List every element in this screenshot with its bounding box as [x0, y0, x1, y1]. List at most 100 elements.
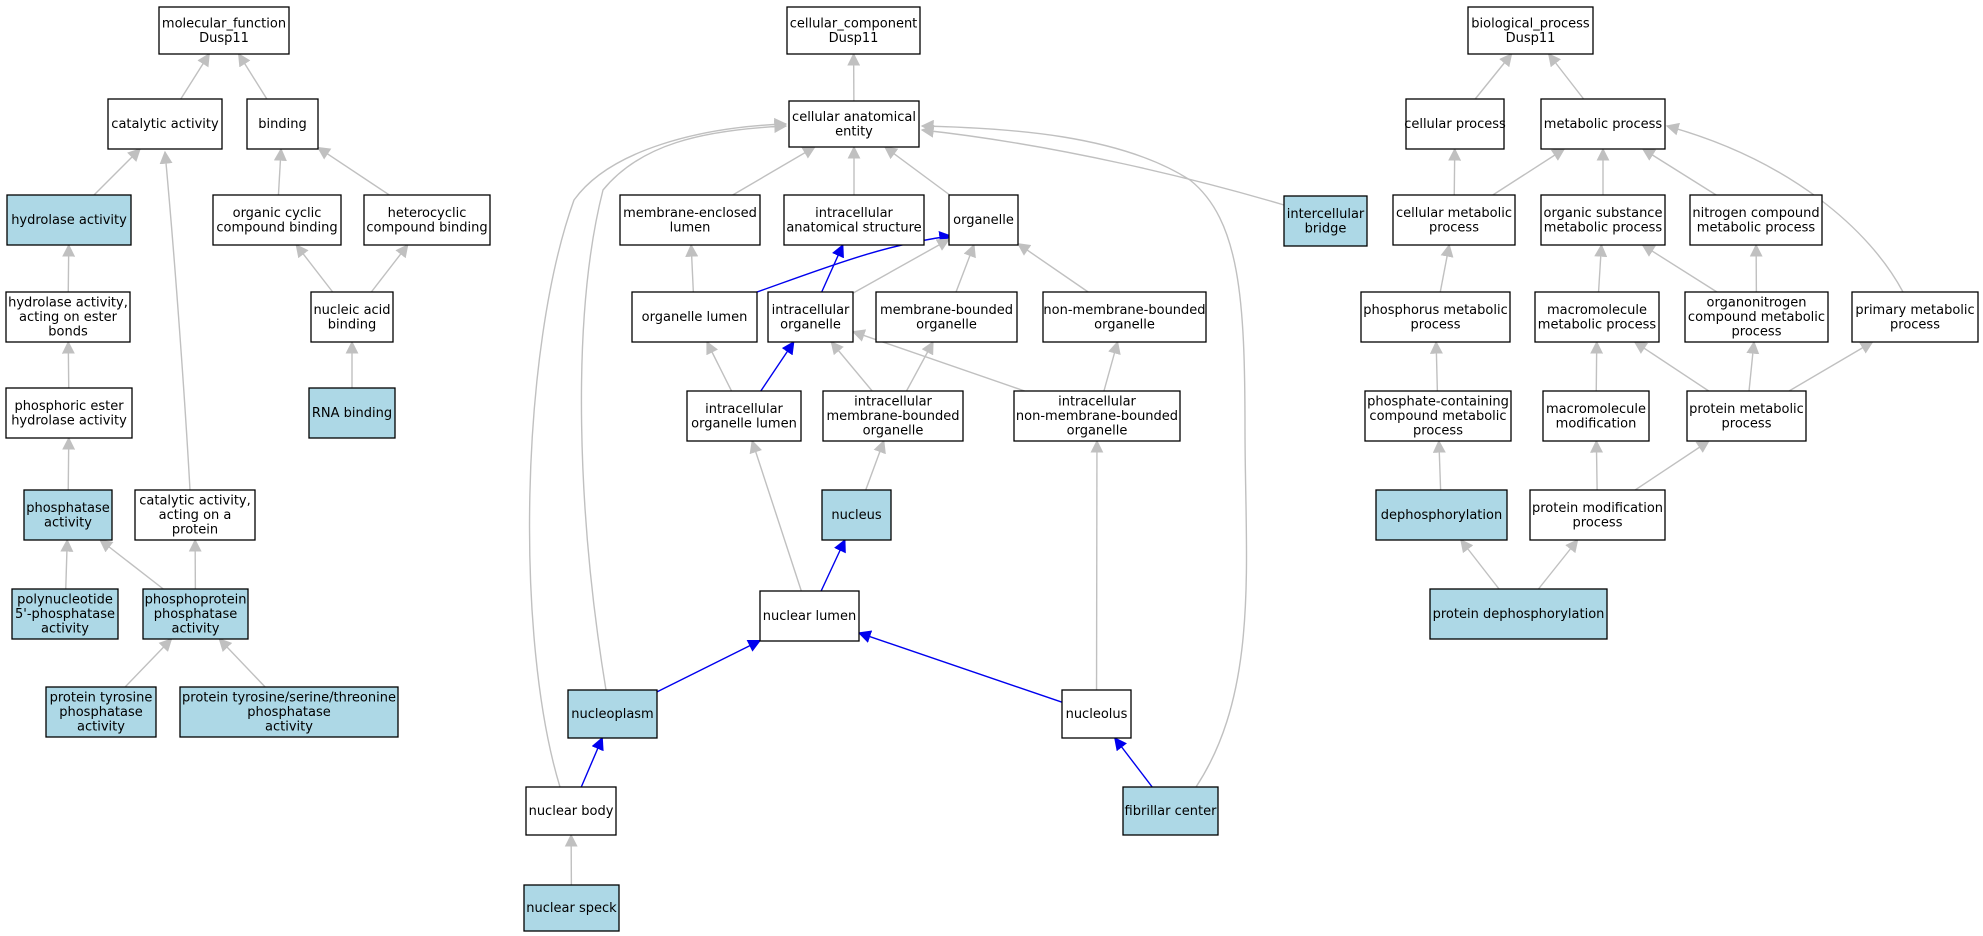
node-hydrolase[interactable]: hydrolase activity [6, 194, 132, 246]
node-label-line: protein metabolic [1689, 402, 1804, 417]
node-label-line: anatomical structure [786, 220, 921, 235]
edge-fibrillar-to-cae [920, 119, 1248, 788]
node-nucleus[interactable]: nucleus [821, 489, 892, 541]
node-label-line: compound binding [216, 220, 337, 235]
node-label-line: activity [41, 622, 89, 637]
node-label-line: cellular metabolic [1396, 206, 1512, 221]
node-org-lumen[interactable]: organelle lumen [631, 291, 758, 343]
node-dephos[interactable]: dephosphorylation [1375, 489, 1508, 541]
node-prot-dephos[interactable]: protein dephosphorylation [1429, 588, 1608, 640]
node-label-line: organelle [916, 317, 977, 332]
edge-nuc-body-to-cae [528, 117, 788, 788]
node-nuc-lumen[interactable]: nuclear lumen [759, 590, 860, 642]
node-box [523, 884, 620, 932]
edge-catalytic-to-mf-root [180, 52, 210, 100]
node-label-line: compound metabolic [1688, 310, 1825, 325]
node-fibrillar[interactable]: fibrillar center [1122, 786, 1219, 836]
edge-nucleoplasm-to-nuc-lumen [656, 639, 762, 693]
node-label-line: fibrillar center [1125, 804, 1218, 819]
edge-ic-mb-org-to-mb-org [905, 340, 934, 392]
node-label-line: process [1411, 317, 1461, 332]
node-label-line: process [1732, 325, 1782, 340]
edge-ptp-st-to-phosphoprot [218, 638, 266, 688]
edge-organelle-to-cae [883, 146, 951, 196]
edge-phosphoprot-to-phosphatase [99, 539, 164, 590]
node-box [759, 590, 860, 642]
node-box [1686, 390, 1807, 442]
node-label-line: membrane-bounded [880, 303, 1013, 318]
node-box [134, 489, 256, 541]
node-label-line: catalytic activity, [139, 494, 251, 509]
node-box [212, 194, 342, 246]
node-catalytic[interactable]: catalytic activity [107, 98, 223, 150]
node-label-line: organelle [1067, 424, 1128, 439]
node-label-line: polynucleotide [17, 593, 113, 608]
node-binding[interactable]: binding [246, 98, 319, 150]
edge-met-proc-to-bp-root [1547, 52, 1585, 100]
node-label-line: phosphatase [26, 501, 110, 516]
node-box [686, 390, 802, 442]
node-label-line: intracellular [705, 402, 783, 417]
node-label-line: lumen [670, 220, 711, 235]
node-nucleolus[interactable]: nucleolus [1061, 689, 1132, 739]
node-label-line: organelle [863, 424, 924, 439]
node-nuc-speck[interactable]: nuclear speck [523, 884, 620, 932]
node-nuc-body[interactable]: nuclear body [525, 786, 617, 836]
edge-phosphatase-to-phos-ester [62, 436, 76, 491]
node-box [1851, 291, 1979, 343]
node-label-line: compound binding [366, 220, 487, 235]
node-label-line: organelle [1094, 317, 1155, 332]
node-label-line: hydrolase activity [11, 413, 127, 428]
node-box [783, 194, 925, 246]
node-label-line: metabolic process [1538, 317, 1657, 332]
node-label-line: activity [77, 720, 125, 735]
edge-ic-org-to-organelle [852, 238, 951, 294]
node-label-line: membrane-bounded [826, 409, 959, 424]
node-label-line: cellular anatomical [792, 110, 916, 125]
edge-nuc-body-to-nucleoplasm [580, 736, 604, 788]
node-ic-nmb-org[interactable]: intracellularnon-membrane-boundedorganel… [1013, 390, 1181, 442]
edge-hydrolase-to-catalytic [93, 148, 141, 196]
node-nucleoplasm[interactable]: nucleoplasm [567, 689, 658, 739]
node-box [567, 689, 658, 739]
node-ptp-st[interactable]: protein tyrosine/serine/threoninephospha… [179, 686, 399, 738]
node-rna-binding[interactable]: RNA binding [308, 387, 396, 439]
node-label-line: membrane-enclosed [623, 206, 757, 221]
node-met-proc[interactable]: metabolic process [1540, 98, 1666, 150]
node-organelle[interactable]: organelle [948, 194, 1019, 246]
node-cell-proc[interactable]: cellular process [1404, 98, 1506, 150]
